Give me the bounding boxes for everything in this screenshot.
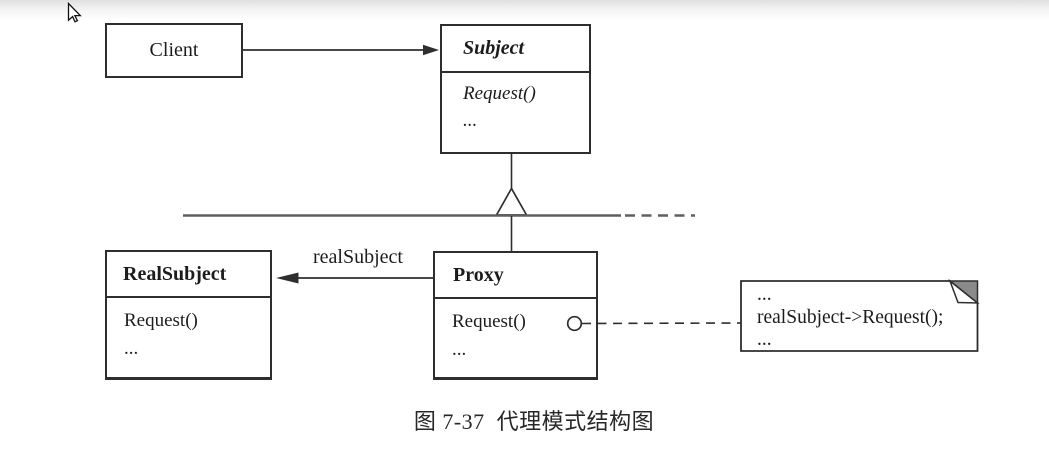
method-ellipsis: ... [463, 110, 478, 131]
generalization-triangle-icon [495, 186, 528, 216]
method-ellipsis: ... [124, 338, 139, 359]
class-methods-realsubject: Request() ... [107, 298, 270, 363]
top-gradient-band [0, 0, 1049, 20]
class-name-client: Client [149, 39, 199, 61]
method-label: Request() [463, 83, 536, 104]
class-name-subject: Subject [442, 26, 589, 73]
class-methods-subject: Request() ... [442, 73, 589, 134]
figure-caption: 图 7-37 代理模式结构图 [413, 409, 655, 434]
note-line: ... [757, 284, 772, 305]
arrowhead-icon [423, 44, 439, 56]
class-box-realsubject: RealSubject Request() ... [105, 250, 272, 380]
class-box-proxy: Proxy Request() ... [433, 251, 598, 380]
association-label-realsubject: realSubject [313, 246, 403, 268]
method-label: Request() [452, 311, 526, 332]
class-methods-proxy: Request() ... [435, 299, 596, 364]
arrowhead-icon [276, 272, 299, 284]
class-name-realsubject: RealSubject [107, 252, 270, 298]
class-name-proxy: Proxy [435, 253, 596, 299]
note-text: ... realSubject->Request(); ... [742, 281, 977, 352]
class-box-subject: Subject Request() ... [440, 24, 591, 154]
class-box-client: Client [105, 23, 243, 78]
method-label: Request() [124, 310, 198, 331]
note-line: ... [757, 329, 772, 350]
note-line: realSubject->Request(); [757, 306, 944, 328]
note-dashed-connector [581, 322, 742, 325]
method-ellipsis: ... [452, 339, 467, 360]
